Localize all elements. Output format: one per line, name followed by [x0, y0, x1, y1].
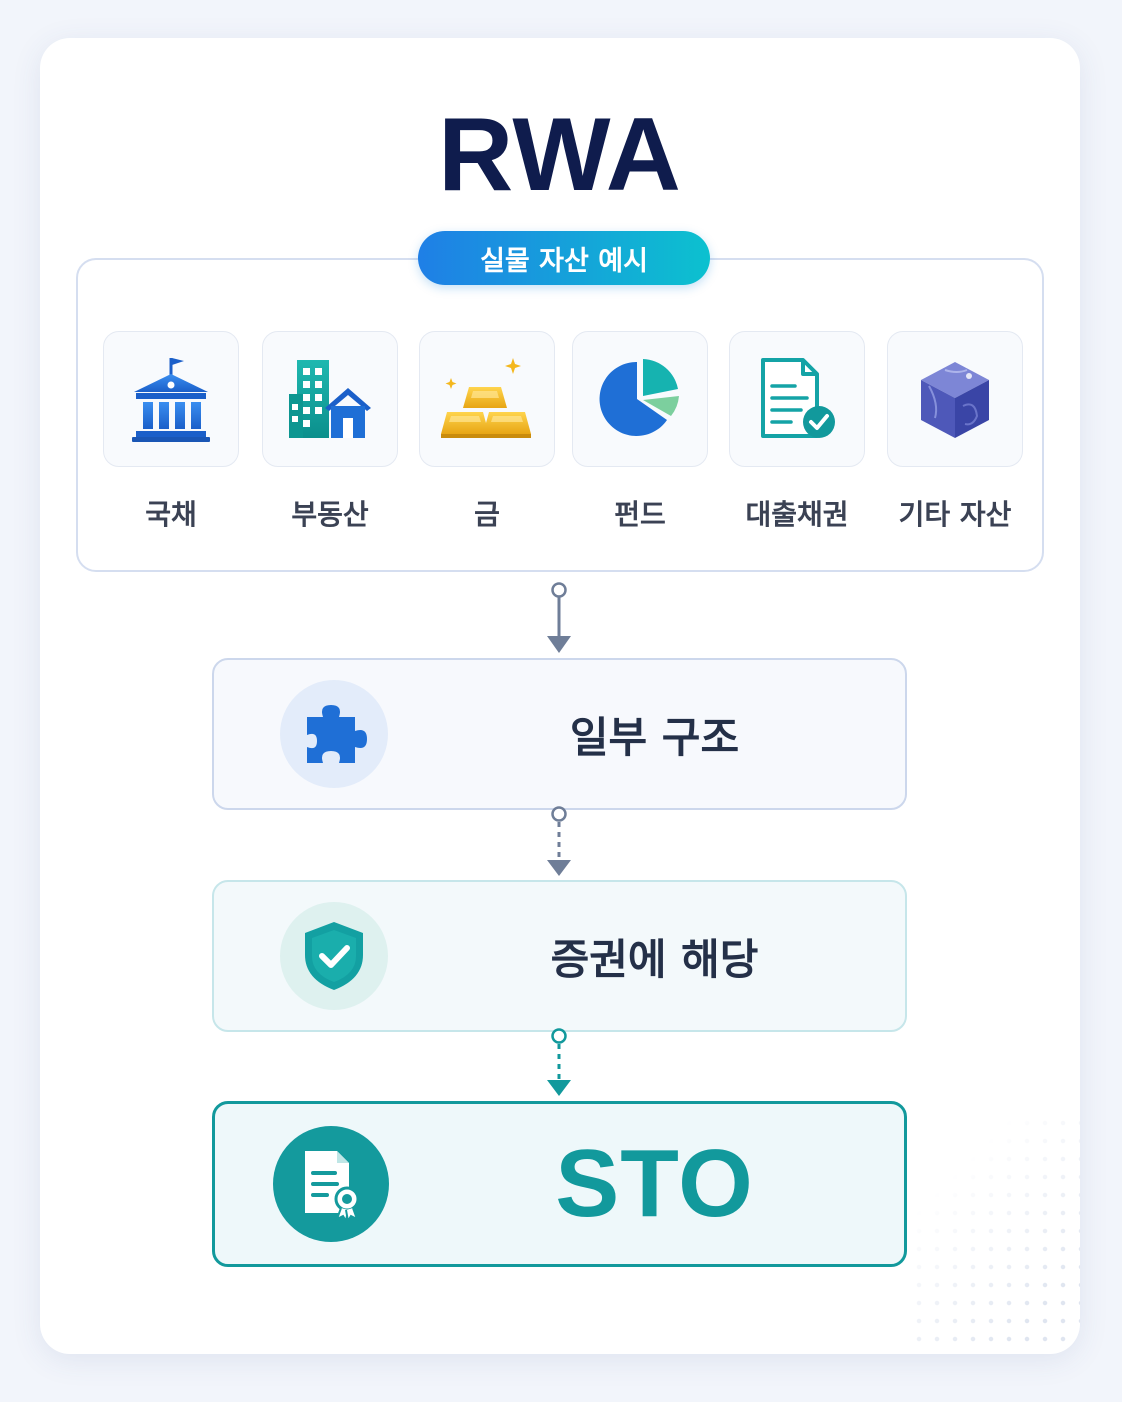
asset-tile-other-assets: [887, 331, 1023, 467]
step-partial-structure: 일부 구조: [212, 658, 907, 810]
decorative-dot-grid: [910, 1114, 1080, 1354]
asset-tile-loan-receivable: [729, 331, 865, 467]
page-title: RWA: [438, 97, 682, 213]
certificate-icon: [305, 1151, 360, 1221]
asset-label-gold: 금: [474, 498, 500, 531]
asset-tile-government-bond: [103, 331, 239, 467]
asset-examples-badge: 실물 자산 예시: [418, 231, 710, 285]
asset-label-fund: 펀드: [614, 498, 666, 531]
puzzle-icon: [307, 705, 367, 763]
asset-label-government-bond: 국채: [145, 498, 197, 531]
real-estate-icon: [289, 360, 371, 438]
asset-label-loan-receivable: 대출채권: [745, 498, 849, 531]
certificate-icon-badge: [273, 1126, 389, 1242]
flow-arrow-1: [547, 582, 571, 653]
asset-tile-fund: [572, 331, 708, 467]
asset-label-real-estate: 부동산: [291, 498, 369, 531]
cube-icon: [921, 362, 989, 438]
flow-arrow-3: [547, 1028, 571, 1096]
puzzle-icon-badge: [280, 680, 388, 788]
step-sto: STO: [212, 1101, 907, 1267]
loan-document-icon: [761, 358, 835, 438]
asset-tile-real-estate: [262, 331, 398, 467]
pie-chart-icon: [599, 359, 679, 436]
step-qualifies-as-security: 증권에 해당: [212, 880, 907, 1032]
diagram-card: RWA 실물 자산 예시: [40, 38, 1080, 1354]
flow-arrow-2: [547, 806, 571, 876]
asset-tile-gold: [419, 331, 555, 467]
government-building-icon: [132, 358, 210, 442]
step-label-partial-structure: 일부 구조: [569, 712, 740, 762]
shield-icon-badge: [280, 902, 388, 1010]
gold-bars-icon: [441, 358, 531, 438]
step-label-qualifies-as-security: 증권에 해당: [550, 934, 759, 984]
shield-check-icon: [305, 922, 363, 990]
step-label-sto: STO: [555, 1130, 754, 1237]
asset-label-other-assets: 기타 자산: [898, 498, 1012, 531]
